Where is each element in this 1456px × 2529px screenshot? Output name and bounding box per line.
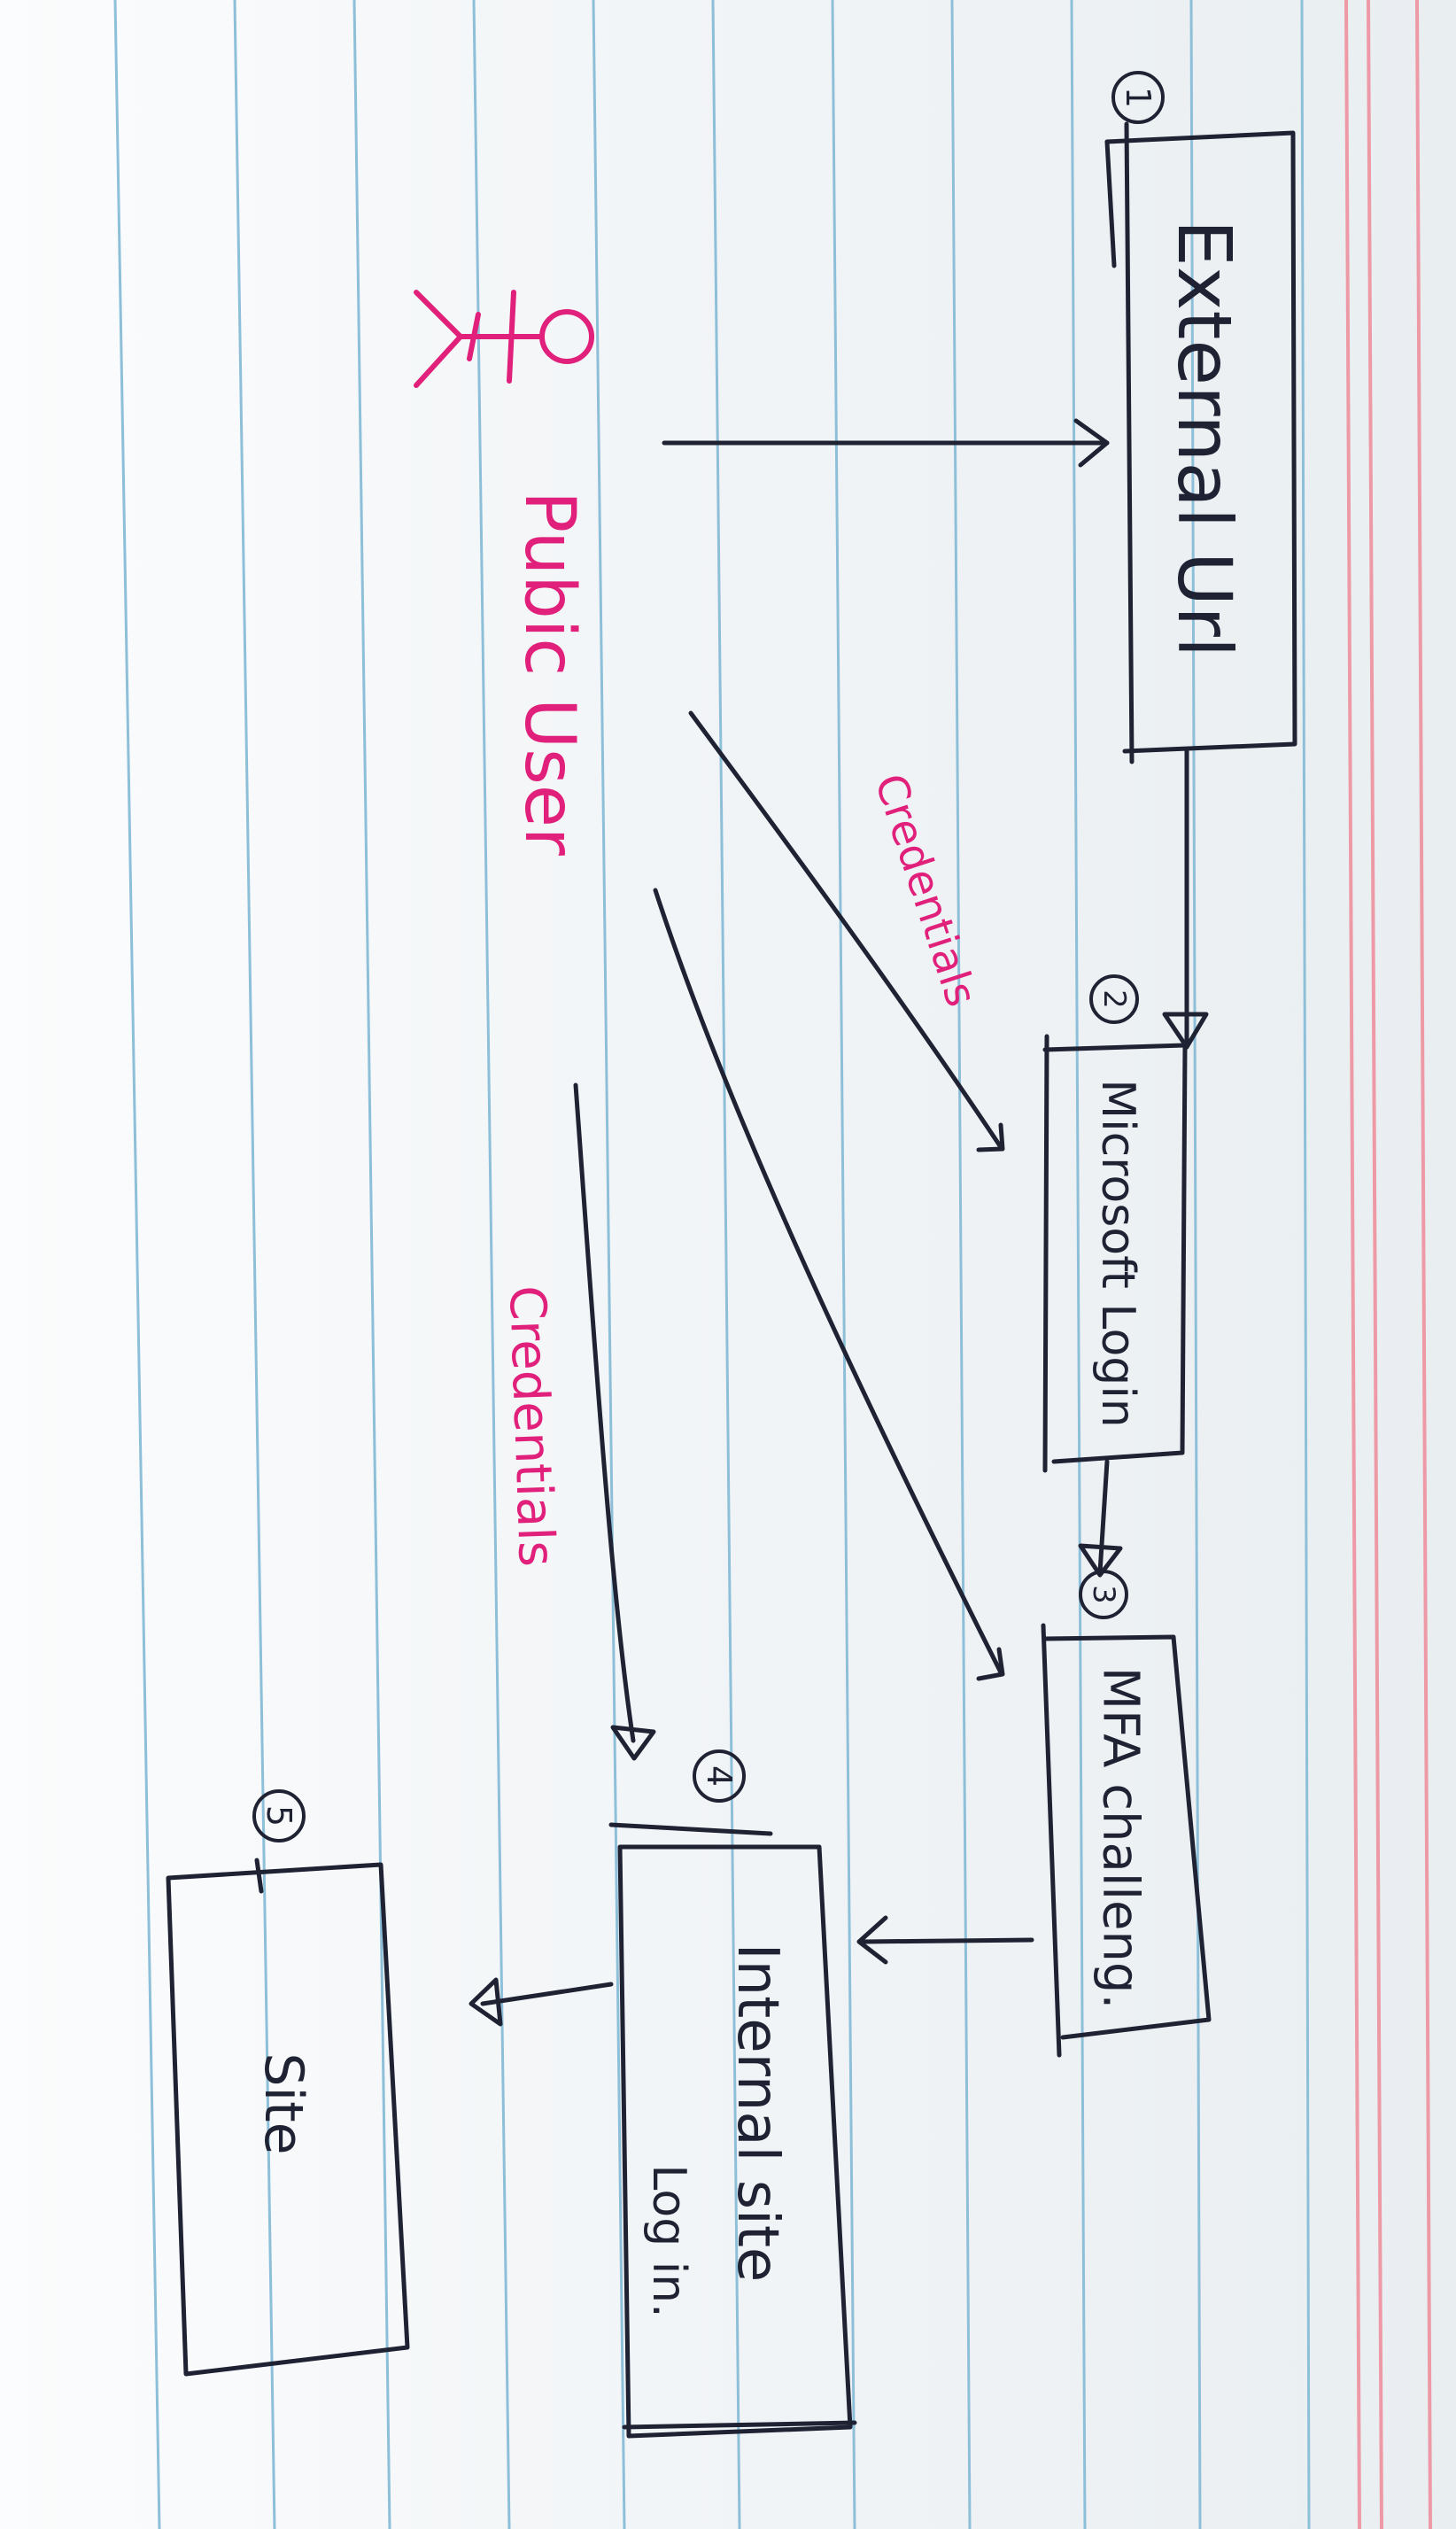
actor-public-user: Pubic User xyxy=(414,290,594,857)
actor-arms xyxy=(507,290,516,384)
node-mfa-challenge: 3 MFA challeng. xyxy=(1041,1570,1212,2058)
actor-label: Pubic User xyxy=(509,491,589,857)
actor-legs xyxy=(414,290,463,388)
node-4-label-line1: Internal site xyxy=(724,1943,790,2283)
node-1-label: External Url xyxy=(1161,220,1248,658)
node-1-number: 1 xyxy=(1119,87,1158,108)
arrow-credentials-to-internal-login: Credentials xyxy=(498,1082,656,1761)
node-2-number: 2 xyxy=(1096,989,1132,1009)
arrow-credentials-to-microsoft-login: Credentials xyxy=(688,710,1005,1152)
node-1-number-circle xyxy=(1111,71,1165,124)
ruled-lines xyxy=(113,0,1432,2529)
arrow-internal-login-to-site xyxy=(469,1977,614,2027)
arrow-mfa-to-internal-login xyxy=(856,1915,1034,1965)
node-microsoft-login: 2 Microsoft Login xyxy=(1042,974,1188,1473)
arrow-microsoft-login-to-mfa xyxy=(1078,1459,1123,1578)
node-internal-site-login: 4 Internal site Log in. xyxy=(608,1749,857,2439)
node-external-url: 1 External Url xyxy=(1104,71,1297,764)
arrow-external-url-to-microsoft-login xyxy=(1162,749,1209,1050)
arrow-user-to-mfa xyxy=(653,888,1005,1681)
arrow-user-to-external-url xyxy=(662,418,1110,468)
node-5-number: 5 xyxy=(259,1805,298,1827)
actor-hands xyxy=(467,312,481,361)
node-5-label: Site xyxy=(252,2052,314,2154)
node-2-label: Microsoft Login xyxy=(1091,1079,1144,1427)
node-4-number-circle xyxy=(693,1749,746,1803)
node-4-number: 4 xyxy=(700,1765,739,1787)
node-site: 5 Site xyxy=(166,1789,410,2377)
actor-head xyxy=(539,309,594,364)
edge-label-credentials-2: Credentials xyxy=(498,1284,565,1567)
node-5-number-circle xyxy=(252,1789,306,1842)
node-2-number-circle xyxy=(1089,974,1139,1024)
node-4-label-line2: Log in. xyxy=(642,2164,695,2317)
node-3-number: 3 xyxy=(1086,1585,1121,1604)
node-3-label: MFA challeng. xyxy=(1092,1667,1150,2010)
